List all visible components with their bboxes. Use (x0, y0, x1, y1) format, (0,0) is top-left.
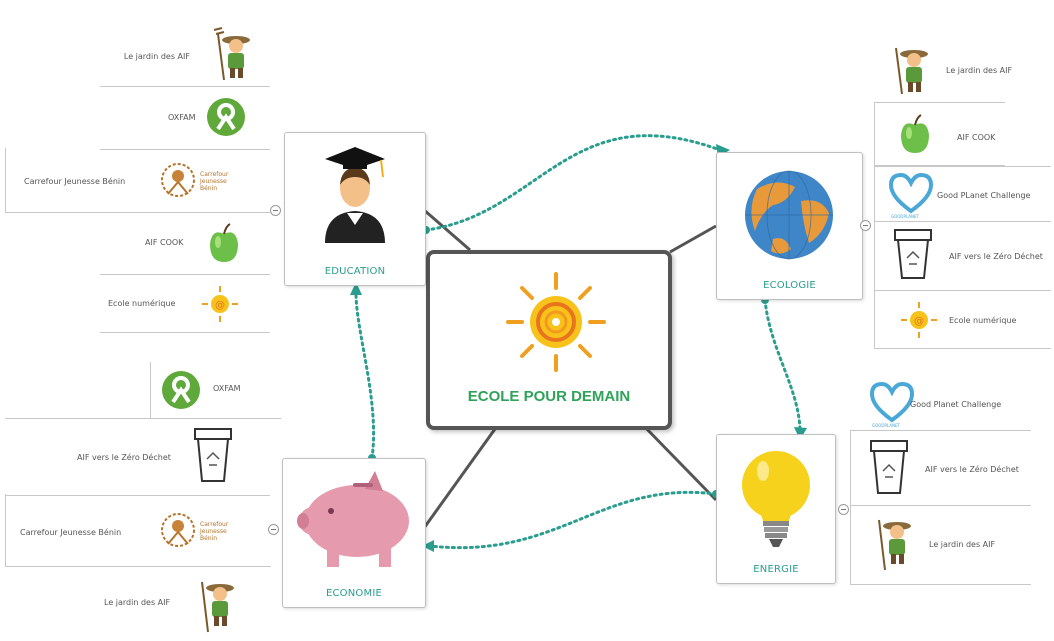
trash-bin-icon (894, 229, 932, 279)
dotted-arrow-education-ecologie (424, 134, 722, 232)
branch-energie[interactable]: ENERGIE (716, 434, 836, 584)
svg-text:Jeunesse: Jeunesse (199, 178, 227, 185)
sun-icon (506, 272, 606, 372)
light-bulb-icon (742, 451, 810, 547)
dotted-arrow-ecologie-energie (763, 298, 802, 434)
leaf-education-carrefour[interactable]: Carrefour Jeunesse Bénin Carrefour Jeune… (5, 148, 271, 213)
leaf-label: AIF COOK (145, 238, 184, 247)
collapse-toggle-economie[interactable] (268, 524, 279, 535)
leaf-energie-goodplanet[interactable]: GOODPLANET Good Planet Challenge (858, 376, 1028, 430)
central-topic-title: ECOLE POUR DEMAIN (467, 388, 631, 405)
goodplanet-heart-icon: GOODPLANET (869, 381, 915, 428)
leaf-economie-carrefour[interactable]: Carrefour Jeunesse Bénin Carrefour Jeune… (5, 494, 271, 567)
leaf-label: Good PLanet Challenge (937, 191, 1031, 200)
link-center-ecologie (669, 224, 717, 254)
central-topic[interactable]: ECOLE POUR DEMAIN (426, 250, 672, 430)
graduate-icon (325, 147, 385, 243)
apple-icon (210, 223, 238, 262)
leaf-economie-jardin[interactable]: Le jardin des AIF (90, 566, 270, 640)
leaf-label: Carrefour Jeunesse Bénin (20, 528, 122, 537)
dotted-arrow-economie-education (354, 288, 376, 460)
oxfam-logo-icon (162, 371, 200, 409)
leaf-label: Good Planet Challenge (910, 400, 1002, 409)
farmer-icon (895, 47, 928, 95)
leaf-label: OXFAM (168, 113, 196, 122)
svg-text:@: @ (215, 300, 225, 311)
goodplanet-logo-text: GOODPLANET (891, 214, 919, 219)
leaf-economie-zerodechet[interactable]: AIF vers le Zéro Déchet (5, 418, 270, 496)
branch-economie[interactable]: ECONOMIE (282, 458, 426, 608)
leaf-label: Le jardin des AIF (104, 598, 171, 607)
link-center-energie (638, 420, 718, 502)
sun-at-icon: @ (202, 286, 238, 322)
branch-education[interactable]: EDUCATION (284, 132, 426, 286)
goodplanet-heart-icon: GOODPLANET (888, 172, 934, 219)
branch-economie-label: ECONOMIE (325, 588, 383, 599)
svg-text:Carrefour: Carrefour (200, 521, 229, 528)
goodplanet-logo-text: GOODPLANET (872, 423, 900, 428)
apple-icon (901, 114, 929, 153)
globe-icon (745, 170, 833, 260)
branch-ecologie-label: ECOLOGIE (763, 280, 816, 291)
leaf-label: Ecole numérique (108, 299, 176, 308)
link-center-education (423, 208, 471, 252)
link-center-economie (422, 421, 502, 529)
carrefour-logo-icon: Carrefour Jeunesse Bénin (161, 513, 229, 547)
svg-text:Carrefour: Carrefour (200, 171, 229, 178)
leaf-label: Carrefour Jeunesse Bénin (24, 177, 126, 186)
leaf-label: Le jardin des AIF (929, 540, 996, 549)
leaf-label: AIF vers le Zéro Déchet (77, 453, 171, 462)
svg-text:Jeunesse: Jeunesse (199, 528, 227, 535)
leaf-education-ecolenum[interactable]: Ecole numérique @ (100, 274, 270, 333)
branch-ecologie[interactable]: ECOLOGIE (716, 152, 863, 300)
leaf-ecologie-goodplanet[interactable]: GOODPLANET Good PLanet Challenge (874, 166, 1051, 222)
farmer-icon (878, 519, 911, 571)
carrefour-logo-icon: Carrefour Jeunesse Bénin (161, 163, 229, 197)
leaf-label: Le jardin des AIF (123, 52, 190, 61)
branch-education-label: EDUCATION (324, 266, 386, 277)
collapse-toggle-energie[interactable] (838, 504, 849, 515)
leaf-ecologie-aifcook[interactable]: AIF COOK (874, 102, 1005, 166)
leaf-economie-oxfam[interactable]: OXFAM (150, 362, 281, 419)
leaf-energie-zerodechet[interactable]: AIF vers le Zéro Déchet (850, 430, 1031, 506)
leaf-education-jardin[interactable]: Le jardin des AIF (5, 24, 270, 86)
svg-text:@: @ (914, 316, 924, 327)
leaf-ecologie-jardin[interactable]: Le jardin des AIF (880, 36, 1040, 102)
trash-bin-icon (870, 440, 908, 494)
leaf-education-oxfam[interactable]: OXFAM (100, 86, 270, 150)
leaf-label: AIF vers le Zéro Déchet (925, 465, 1019, 474)
farmer-icon (201, 581, 234, 633)
leaf-label: AIF vers le Zéro Déchet (949, 252, 1043, 261)
sun-at-icon: @ (901, 302, 937, 338)
branch-energie-label: ENERGIE (753, 564, 799, 575)
leaf-ecologie-ecolenum[interactable]: @ Ecole numérique (874, 290, 1051, 349)
leaf-ecologie-zerodechet[interactable]: AIF vers le Zéro Déchet (874, 220, 1051, 291)
leaf-energie-jardin[interactable]: Le jardin des AIF (850, 504, 1031, 585)
collapse-toggle-education[interactable] (270, 205, 281, 216)
piggy-bank-icon (297, 471, 409, 567)
leaf-label: Le jardin des AIF (946, 66, 1013, 75)
leaf-label: AIF COOK (957, 133, 996, 142)
leaf-label: OXFAM (213, 384, 241, 393)
svg-text:Bénin: Bénin (200, 535, 217, 542)
collapse-toggle-ecologie[interactable] (860, 220, 871, 231)
leaf-label: Ecole numérique (949, 316, 1017, 325)
dotted-arrow-energie-economie (428, 490, 718, 550)
trash-bin-icon (194, 428, 232, 482)
svg-text:Bénin: Bénin (200, 185, 217, 192)
farmer-icon (213, 27, 250, 81)
oxfam-logo-icon (207, 98, 245, 136)
leaf-education-aifcook[interactable]: AIF COOK (100, 212, 270, 275)
